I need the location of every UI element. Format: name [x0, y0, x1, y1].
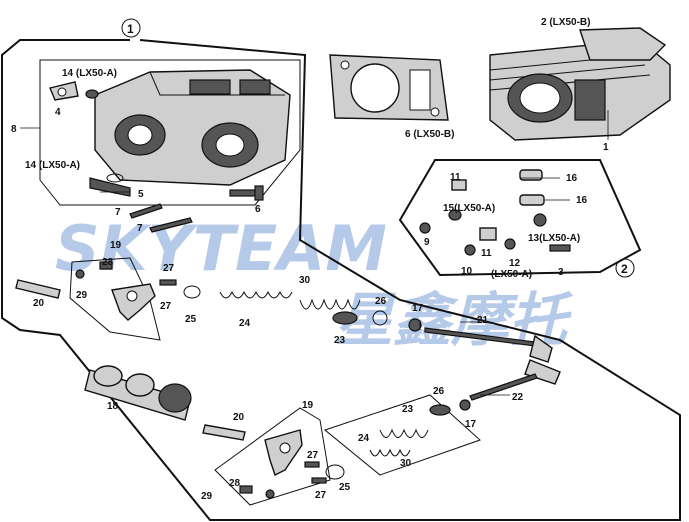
- head-subassembly-box: [39, 59, 301, 206]
- rocker-shaft-20-upper: [15, 279, 61, 299]
- part-25-lower: [325, 464, 345, 480]
- camshaft: [84, 365, 192, 421]
- part-29-lower: [265, 489, 275, 499]
- label-part-29b: 29: [201, 491, 213, 502]
- leader-lines: [20, 110, 609, 396]
- group2-marker: 2: [621, 262, 628, 276]
- label-part-30a: 30: [299, 275, 311, 286]
- label-part-25a: 25: [185, 314, 197, 325]
- label-part-9: 9: [424, 237, 430, 248]
- label-gasket: 6 (LX50-B): [405, 129, 454, 140]
- rocker-box-lower: [214, 407, 331, 506]
- part-26-lower: [429, 404, 451, 416]
- label-part-14a: 14 (LX50-A): [62, 68, 117, 79]
- label-part-7b: 7: [137, 223, 143, 234]
- label-part-16b: 16: [576, 195, 588, 206]
- label-part-17a: 17: [412, 303, 424, 314]
- label-part-27d: 27: [315, 490, 327, 501]
- label-part-26b: 26: [433, 386, 445, 397]
- label-part-15: 15(LX50-A): [443, 203, 495, 214]
- part-14-plug: [49, 81, 99, 101]
- label-part-3: 3: [558, 267, 564, 278]
- part-28-lower: [239, 485, 253, 494]
- label-part-12-sub: (LX50-A): [491, 269, 532, 280]
- group1-marker: 1: [127, 22, 134, 36]
- label-part-22: 22: [512, 392, 524, 403]
- valve-21: [424, 327, 553, 363]
- part-26-upper: [372, 310, 388, 326]
- label-part-28b: 28: [229, 478, 241, 489]
- valve-22: [469, 359, 561, 401]
- group1-frame: [0, 39, 681, 521]
- label-part-28a: 28: [102, 257, 114, 268]
- part-28-upper: [99, 261, 113, 270]
- label-part-21: 21: [477, 315, 489, 326]
- label-part-27a: 27: [163, 263, 175, 274]
- part-25-upper: [183, 285, 201, 299]
- label-part-4: 4: [55, 107, 61, 118]
- label-part-5: 5: [138, 189, 144, 200]
- label-part-23a: 23: [334, 335, 346, 346]
- part-27-lower-a: [304, 461, 320, 468]
- label-part-12: 12: [509, 258, 521, 269]
- label-part-18: 18: [107, 401, 119, 412]
- head-gasket: [329, 54, 449, 121]
- part-17-upper: [408, 318, 422, 332]
- label-part-13: 13(LX50-A): [528, 233, 580, 244]
- group2-parts: [419, 169, 571, 256]
- part-27-upper: [159, 279, 177, 286]
- label-part-23b: 23: [402, 404, 414, 415]
- watermark-latin: SKYTEAM: [55, 212, 387, 285]
- label-part-7a: 7: [115, 207, 121, 218]
- label-part-20b: 20: [233, 412, 245, 423]
- label-part-16a: 16: [566, 173, 578, 184]
- group2-frame: [398, 159, 642, 277]
- cylinder-head: [94, 69, 291, 186]
- label-part-19a: 19: [110, 240, 122, 251]
- label-part-24b: 24: [358, 433, 370, 444]
- label-part-17b: 17: [465, 419, 477, 430]
- part-29-upper: [75, 269, 85, 279]
- label-part-26a: 26: [375, 296, 387, 307]
- part-5-bolt: [89, 173, 131, 197]
- rocker-arm-lower: [264, 429, 303, 476]
- label-part-1: 1: [603, 142, 609, 153]
- label-part-6: 6: [255, 204, 261, 215]
- rocker-box-upper: [69, 257, 161, 341]
- part-17-lower: [459, 399, 471, 411]
- label-part-8: 8: [11, 124, 17, 135]
- label-part-2: 2 (LX50-B): [541, 17, 590, 28]
- label-part-29a: 29: [76, 290, 88, 301]
- rocker-arm-upper: [111, 283, 156, 321]
- label-part-27c: 27: [307, 450, 319, 461]
- label-part-27b: 27: [160, 301, 172, 312]
- part-6-bolt: [229, 185, 264, 201]
- label-part-25b: 25: [339, 482, 351, 493]
- rocker-shaft-20-lower: [202, 424, 246, 441]
- label-part-11a: 11: [450, 172, 461, 183]
- label-part-20a: 20: [33, 298, 45, 309]
- valve-springs-upper: [219, 290, 361, 325]
- label-part-14b: 14 (LX50-A): [25, 160, 80, 171]
- group2-marker-circle: [615, 258, 635, 278]
- label-part-10: 10: [461, 266, 473, 277]
- group1-marker-circle: [121, 18, 141, 38]
- label-part-11b: 11: [481, 248, 492, 259]
- label-part-30b: 30: [400, 458, 412, 469]
- part-27-lower-b: [311, 477, 327, 484]
- label-part-19b: 19: [302, 400, 314, 411]
- valve-springs-lower: [323, 394, 481, 476]
- cylinder-block: [489, 27, 671, 141]
- label-part-24a: 24: [239, 318, 251, 329]
- part-7-studs: [129, 203, 193, 233]
